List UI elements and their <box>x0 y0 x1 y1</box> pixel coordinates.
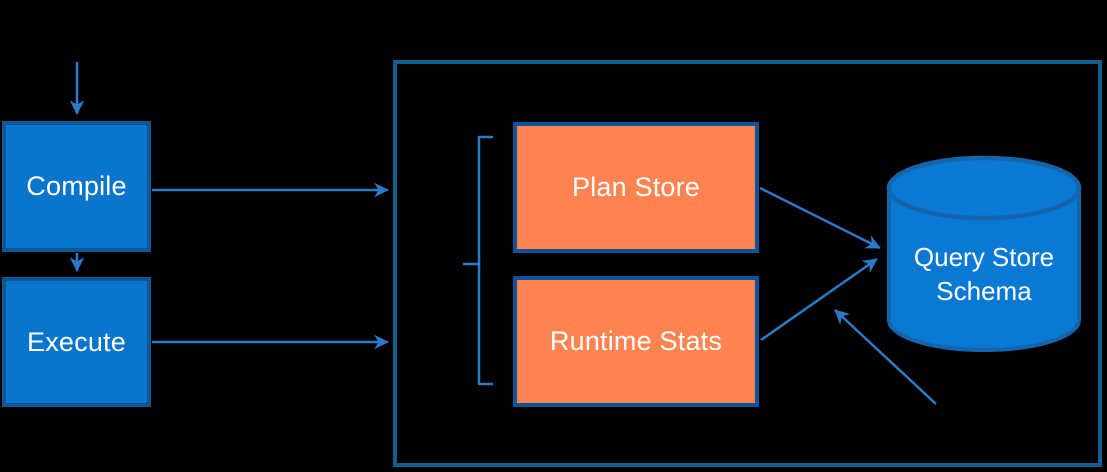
query-store-container-box <box>393 60 1102 467</box>
execute-label: Execute <box>27 326 126 357</box>
database-cylinder <box>886 155 1082 352</box>
runtime-stats-node: Runtime Stats <box>513 276 759 407</box>
execute-node: Execute <box>2 277 151 407</box>
plan-store-label: Plan Store <box>571 172 701 202</box>
grouping-bracket <box>477 135 494 386</box>
arrow-bottom-right-to-schema <box>834 309 937 405</box>
runtime-stats-label: Runtime Stats <box>549 326 723 356</box>
compile-node: Compile <box>2 121 151 252</box>
compile-label: Compile <box>26 171 127 201</box>
plan-store-node: Plan Store <box>513 122 759 253</box>
query-store-schema-label: Query Store Schema <box>913 242 1055 306</box>
arrow-plan-store-to-schema <box>759 186 881 250</box>
arrow-runtime-stats-to-schema <box>760 257 878 342</box>
